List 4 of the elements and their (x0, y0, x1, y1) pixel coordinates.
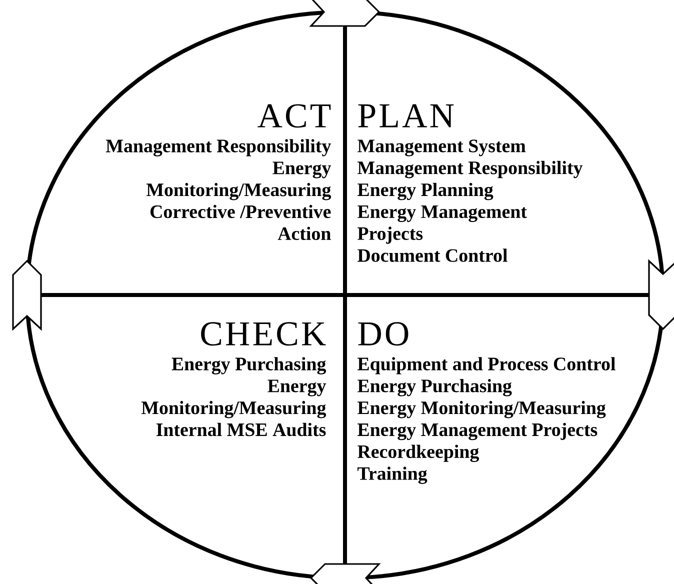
quadrant: PLAN Management System Management Responsibility Energy Planning Energy Management Projects Document Control (358, 104, 583, 262)
quadrant: CHECK Energy Purchasing Energy Monitoring/Measuring Internal MSE Audits (141, 322, 326, 436)
quadrant: ACT Management Responsibility Energy Monitoring/Measuring Corrective /Preventive Action (106, 104, 332, 240)
quadrant: DO Equipment and Process Control Energy Purchasing Energy Monitoring/Measuring Energy Management Projects Recordkeeping Training (358, 322, 616, 484)
